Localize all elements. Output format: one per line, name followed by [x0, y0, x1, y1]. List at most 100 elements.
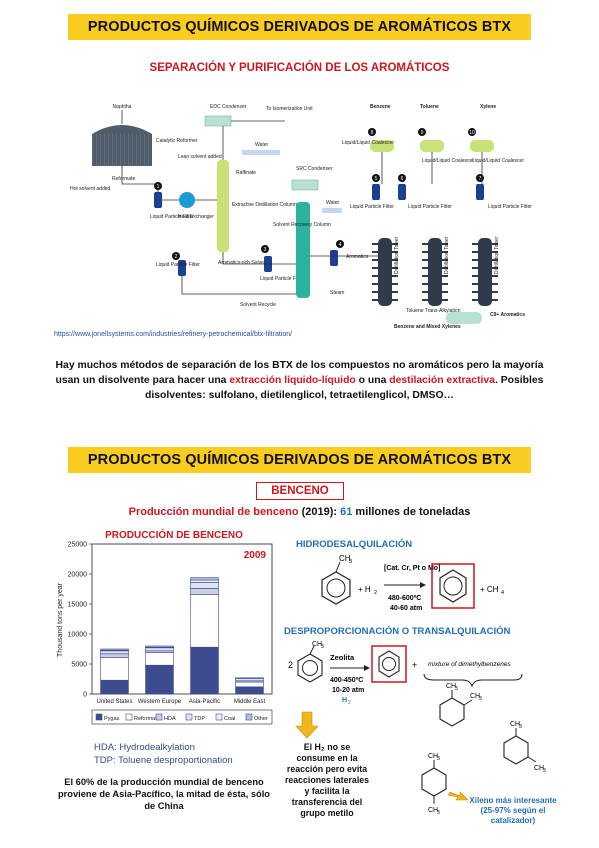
- coalescer-8: [370, 140, 394, 152]
- chart-bars: [100, 577, 264, 695]
- h2-catalyst: H: [342, 697, 347, 704]
- bar-pygas-1: [145, 664, 174, 695]
- production-line: Producción mundial de benceno (2019): 61…: [0, 506, 599, 518]
- label-coalescer-1: Liquid/Liquid Coalescer: [342, 140, 394, 146]
- svg-text:10: 10: [469, 130, 475, 136]
- y-tick-label: 25000: [68, 542, 88, 549]
- para-highlight-lle: extracción líquido-líquido: [229, 375, 356, 386]
- legend-swatch-pygas: [95, 713, 103, 721]
- label-benzene: Benzene: [370, 104, 391, 110]
- y-tick-label: 0: [83, 692, 87, 699]
- label-lpf-3: Liquid Particle Filter: [260, 276, 304, 282]
- p-xylene-ring: [421, 767, 447, 797]
- bar-hda-0: [100, 653, 129, 658]
- bar-other-2: [190, 577, 219, 581]
- benzene-ring-2: [378, 650, 400, 678]
- benceno-box: BENCENO: [256, 482, 344, 500]
- label-raffinate: Raffinate: [236, 170, 256, 176]
- section1-banner: PRODUCTOS QUÍMICOS DERIVADOS DE AROMÁTIC…: [68, 14, 531, 40]
- label-tower-3: Distillation Tower: [494, 236, 500, 274]
- label-lean-solvent: Lean solvent added: [178, 154, 222, 160]
- label-lpf-1: Liquid Particle Filter: [150, 214, 194, 220]
- m-ch3-b-sub: 3: [543, 768, 546, 774]
- legend-swatch-reformate: [125, 713, 133, 721]
- bar-pygas-3: [235, 686, 264, 695]
- bar-other-3: [235, 677, 264, 679]
- para-text-b: o una: [355, 375, 390, 386]
- y-tick-label: 15000: [68, 602, 88, 609]
- p-ch3-b: CH: [428, 807, 438, 814]
- label-aromatics-rich: Aromatics-rich Solvent: [218, 260, 269, 266]
- disp-title: DESPROPORCIONACIÓN O TRANSALQUILACIÓN: [284, 626, 511, 637]
- svg-text:1: 1: [157, 184, 160, 190]
- bar-reformate-2: [190, 594, 219, 648]
- filter-1: [154, 192, 162, 208]
- filter-7: [476, 184, 484, 200]
- src-condenser: [291, 179, 319, 191]
- h2-catalyst-sub: 2: [348, 700, 351, 706]
- ch3-sub-1: 3: [349, 559, 352, 565]
- temp-1: 480-600ºC: [388, 595, 421, 602]
- label-tower-1: Distillation Tower: [394, 236, 400, 274]
- h2-sub: 2: [374, 590, 377, 596]
- label-to-isomerization: To Isomerization Unit: [266, 106, 313, 112]
- o-xylene-ring: [439, 697, 465, 727]
- ch3-label-1: CH: [339, 554, 351, 563]
- bar-other-0: [100, 648, 129, 651]
- section2-banner: PRODUCTOS QUÍMICOS DERIVADOS DE AROMÁTIC…: [68, 447, 531, 473]
- svg-text:7: 7: [479, 176, 482, 182]
- bar-other-1: [145, 645, 174, 648]
- svg-text:4: 4: [339, 242, 342, 248]
- hda-note: HDA: Hydrodealkylation: [94, 742, 195, 753]
- label-benzene-mixed: Benzene and Mixed Xylenes: [394, 324, 461, 330]
- svg-text:8: 8: [371, 130, 374, 136]
- label-lpf-7: Liquid Particle Filter: [488, 204, 532, 210]
- coalescer-10: [470, 140, 494, 152]
- plus-sign: +: [412, 660, 417, 670]
- zeolita-label: Zeolita: [330, 653, 355, 662]
- legend-swatch-hda: [155, 713, 163, 721]
- filter-4: [330, 250, 338, 266]
- bar-coal-2: [190, 579, 219, 583]
- y-tick-label: 10000: [68, 632, 88, 639]
- benzene-ring-1: [439, 569, 467, 603]
- label-heat-exchanger: Heat Exchanger: [178, 214, 214, 220]
- toluene-trans-alkylation: [446, 312, 482, 324]
- legend-label-tdp: TDP: [194, 716, 205, 722]
- benzene-product-box: [431, 563, 475, 609]
- ch4-sub: 4: [501, 590, 504, 596]
- h2-note: El H₂ no se consume en la reacción pero …: [284, 742, 370, 818]
- water-condenser-2: [322, 208, 342, 213]
- legend-swatch-coal: [215, 713, 223, 721]
- bar-tdp-0: [100, 650, 129, 655]
- distillation-tower-1: [372, 238, 398, 306]
- label-naphtha: Naphtha: [113, 104, 132, 110]
- label-src-condenser: SRC Condenser: [296, 166, 333, 172]
- svg-text:2: 2: [175, 254, 178, 260]
- prod-unit: millones de toneladas: [352, 506, 471, 518]
- catalyst-label: [Cat. Cr, Pt o Mo]: [384, 565, 440, 572]
- label-toluene: Toluene: [420, 104, 439, 110]
- source-url[interactable]: https://www.jonellsystems.com/industries…: [54, 331, 293, 338]
- label-edc-column: Extractive Distillation Column: [232, 202, 297, 208]
- label-solvent-recycle: Solvent Recycle: [240, 302, 276, 308]
- prod-year: (2019):: [298, 506, 341, 518]
- prod-number: 61: [340, 506, 353, 518]
- label-solvent-recovery: Solvent Recovery Column: [273, 222, 331, 228]
- label-lpf-6: Liquid Particle Filter: [408, 204, 452, 210]
- temp-2: 400-450ºC: [330, 677, 363, 684]
- water-condenser-1: [242, 150, 280, 155]
- extractive-distillation-column: [217, 160, 229, 252]
- label-coalescer-3: Liquid/Liquid Coalescer: [472, 158, 524, 164]
- svg-text:9: 9: [421, 130, 424, 136]
- o-ch3-a-sub: 3: [455, 686, 458, 692]
- pressure-2: 10-20 atm: [332, 687, 364, 694]
- legend-swatch-tdp: [185, 713, 193, 721]
- filter-5: [372, 184, 380, 200]
- bar-pygas-0: [100, 679, 129, 695]
- coef-2: 2: [288, 660, 293, 670]
- x-tick-label: Middle East: [234, 699, 266, 705]
- m-ch3-a-sub: 3: [519, 724, 522, 730]
